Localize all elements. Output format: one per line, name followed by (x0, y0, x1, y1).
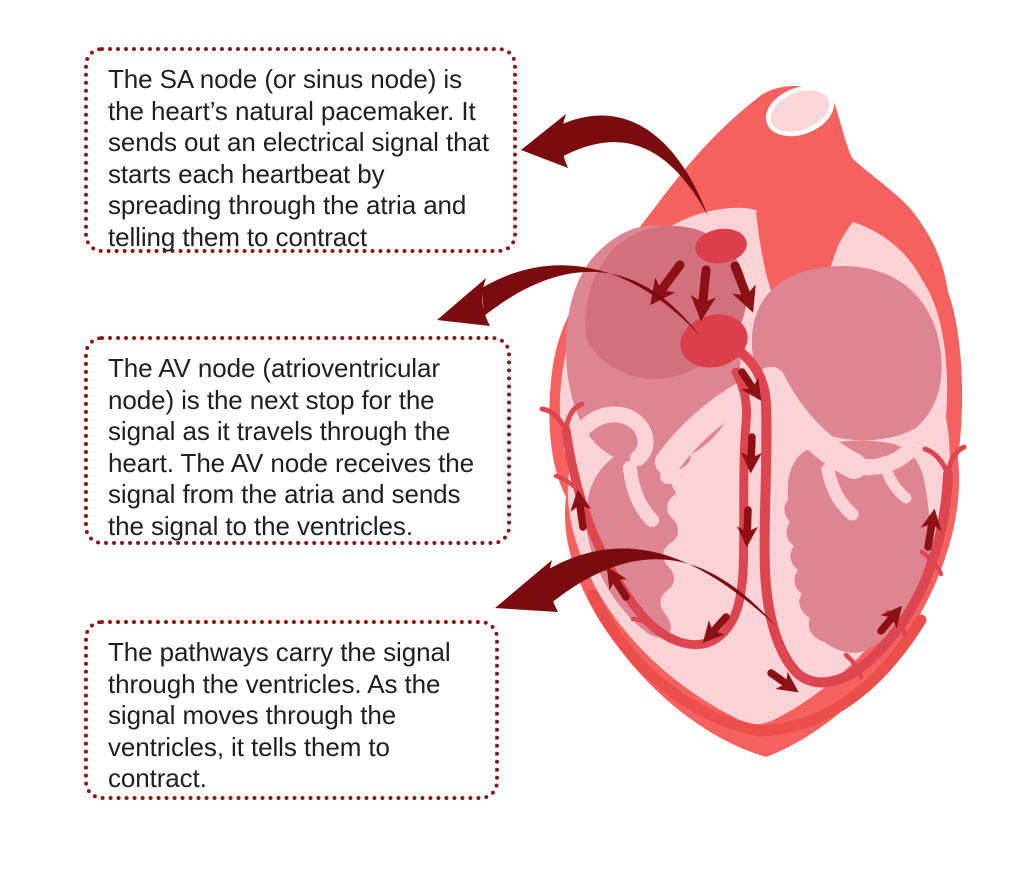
bottom-rim-highlight (587, 589, 927, 737)
arrow-curve (558, 115, 708, 216)
callout-text-pathways: The pathways carry the signal through th… (108, 637, 451, 793)
signal-direction-arrows (570, 260, 942, 693)
callout-box-av-node: The AV node (atrioventricular node) is t… (84, 336, 511, 545)
signal-arrow (606, 567, 630, 601)
callout-text-sa-node: The SA node (or sinus node) is the heart… (108, 64, 489, 252)
signal-arrow (690, 265, 716, 322)
right-atrium (751, 265, 942, 441)
signal-arrow (767, 669, 799, 693)
signal-arrow (650, 260, 685, 306)
signal-arrow (738, 368, 762, 401)
sa-node (695, 228, 747, 264)
callout-arrow-pathways (495, 548, 776, 626)
signal-arrow (877, 605, 903, 635)
signal-arrow (570, 489, 592, 531)
callout-text-av-node: The AV node (atrioventricular node) is t… (108, 353, 474, 541)
signal-arrow (736, 506, 758, 548)
signal-arrow (740, 433, 762, 474)
valve-details (564, 367, 918, 527)
av-node (680, 314, 748, 368)
vessel-opening (766, 85, 834, 137)
callout-arrow-sa-node (521, 114, 708, 216)
callout-arrow-av-node (437, 265, 700, 336)
signal-arrow (702, 613, 730, 644)
arrow-head-icon (495, 560, 558, 612)
arrow-head-icon (437, 278, 490, 326)
signal-arrow (920, 508, 942, 551)
signal-arrow (730, 261, 756, 313)
arrow-curve (482, 265, 700, 336)
callout-box-sa-node: The SA node (or sinus node) is the heart… (84, 47, 517, 253)
arrow-head-icon (521, 114, 568, 168)
callout-box-pathways: The pathways carry the signal through th… (84, 620, 499, 800)
arrow-curve (547, 548, 776, 626)
